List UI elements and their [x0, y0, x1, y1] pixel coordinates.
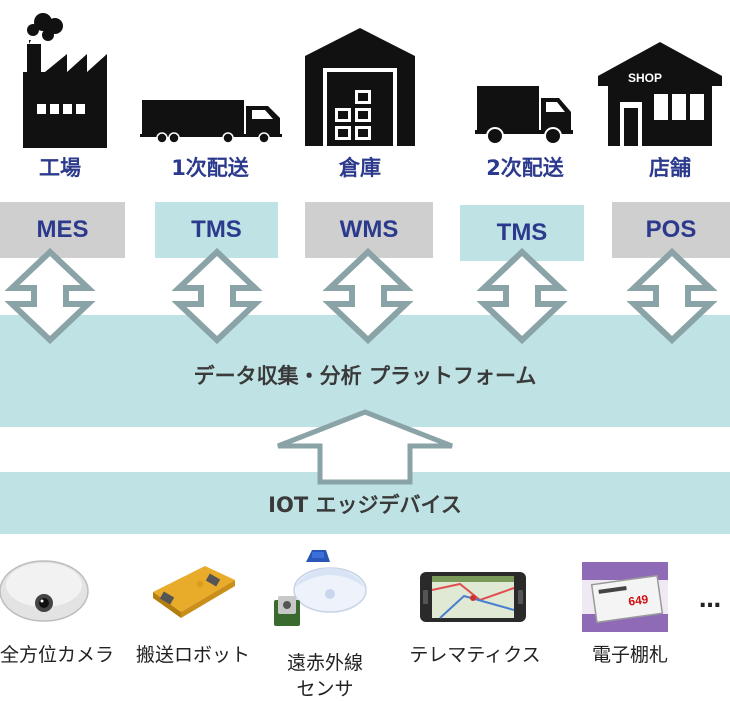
double-arrow-pos: [626, 247, 718, 345]
device-label-robot: 搬送ロボット: [135, 644, 250, 666]
double-arrow-tms-1: [171, 247, 263, 345]
device-label-telematics: テレマティクス: [409, 644, 541, 666]
stage-label-warehouse: 倉庫: [339, 156, 381, 180]
factory-icon: [23, 13, 107, 148]
system-box-mes: MES: [0, 202, 125, 258]
device-label-price-tag: 電子棚札: [591, 644, 668, 666]
stage-label-primary-delivery: 1次配送: [171, 156, 249, 180]
stage-label-secondary-delivery: 2次配送: [486, 156, 564, 180]
sensor-icon: [274, 550, 367, 626]
system-box-wms: WMS: [305, 202, 433, 258]
platform-label: データ収集・分析 プラットフォーム: [193, 364, 537, 388]
shop-sign-text: SHOP: [628, 71, 662, 85]
price-tag-price: 649: [627, 592, 649, 609]
camera-icon: [0, 560, 89, 622]
edge-label: IOT エッジデバイス: [268, 493, 462, 517]
device-label-sensor-line2: センサ: [296, 678, 354, 700]
more-ellipsis: …: [699, 588, 721, 613]
robot-icon: [153, 566, 235, 618]
stage-label-factory: 工場: [39, 156, 81, 180]
warehouse-icon: [305, 28, 415, 146]
stage-label-store: 店舗: [649, 156, 691, 180]
device-label-sensor: 遠赤外線: [286, 652, 363, 674]
price-tag-icon: 649: [582, 562, 668, 632]
tablet-icon: [420, 572, 526, 622]
device-label-camera: 全方位カメラ: [0, 644, 115, 666]
small-truck-icon: [475, 86, 573, 145]
up-arrow: [277, 409, 453, 485]
double-arrow-mes: [4, 247, 96, 345]
truck-icon: [140, 100, 282, 144]
system-box-pos: POS: [612, 202, 730, 258]
shop-icon: SHOP: [598, 42, 722, 146]
double-arrow-tms-2: [476, 247, 568, 345]
double-arrow-wms: [322, 247, 414, 345]
